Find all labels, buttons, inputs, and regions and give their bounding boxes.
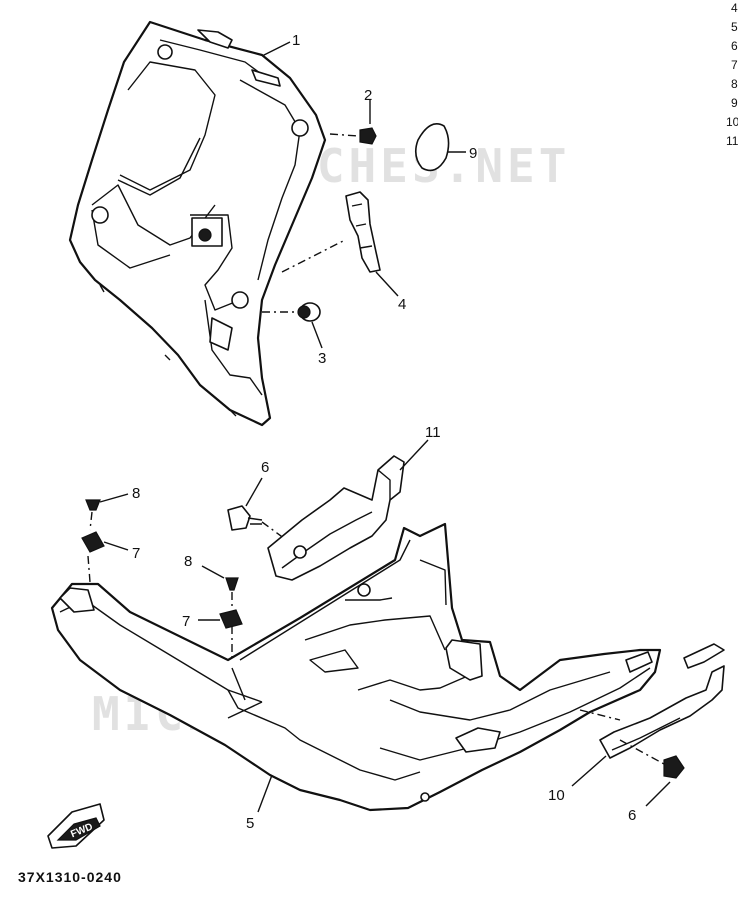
bracket-part-10 (571, 643, 725, 787)
edge-index-item: 6 (731, 39, 738, 53)
bolt-part-6b (619, 739, 685, 807)
screw-part-2 (329, 100, 377, 145)
clip-nut-part-7b (198, 609, 243, 629)
edge-index-item: 8 (731, 77, 738, 91)
callout-8-upper: 8 (132, 485, 140, 502)
callout-5: 5 (246, 815, 254, 832)
callout-6-upper: 6 (261, 459, 269, 476)
screw-part-8a (85, 493, 129, 531)
screw-part-8b (201, 565, 239, 608)
callout-3: 3 (318, 350, 326, 367)
edge-index-item: 11 (726, 134, 738, 148)
callout-1: 1 (292, 32, 300, 49)
callout-6-lower: 6 (628, 807, 636, 824)
edge-index-item: 4 (731, 1, 738, 15)
callout-10: 10 (548, 787, 565, 804)
lower-cover-part-5 (50, 522, 662, 813)
grommet-part-3 (262, 302, 323, 349)
edge-index-item: 10 (726, 115, 738, 129)
callout-8-lower: 8 (184, 553, 192, 570)
callout-11: 11 (425, 424, 441, 441)
front-direction-marker: FWD (47, 803, 105, 849)
callout-7-upper: 7 (132, 545, 140, 562)
callout-9: 9 (469, 145, 477, 162)
edge-index-item: 7 (731, 58, 738, 72)
leader-1 (261, 41, 291, 57)
clip-nut-part-7a (81, 531, 129, 553)
cap-part-9 (414, 123, 466, 172)
drawing-code: 37X1310-0240 (18, 869, 122, 885)
callout-7-lower: 7 (182, 613, 190, 630)
callout-2: 2 (364, 87, 372, 104)
bracket-part-11 (267, 439, 429, 581)
edge-index-item: 5 (731, 20, 738, 34)
edge-index-column: 4 5 6 7 8 9 10 11 (726, 1, 738, 148)
bracket-part-4 (281, 191, 399, 297)
callout-4: 4 (398, 296, 406, 313)
front-cover-part-1 (68, 20, 327, 427)
edge-index-item: 9 (731, 96, 738, 110)
